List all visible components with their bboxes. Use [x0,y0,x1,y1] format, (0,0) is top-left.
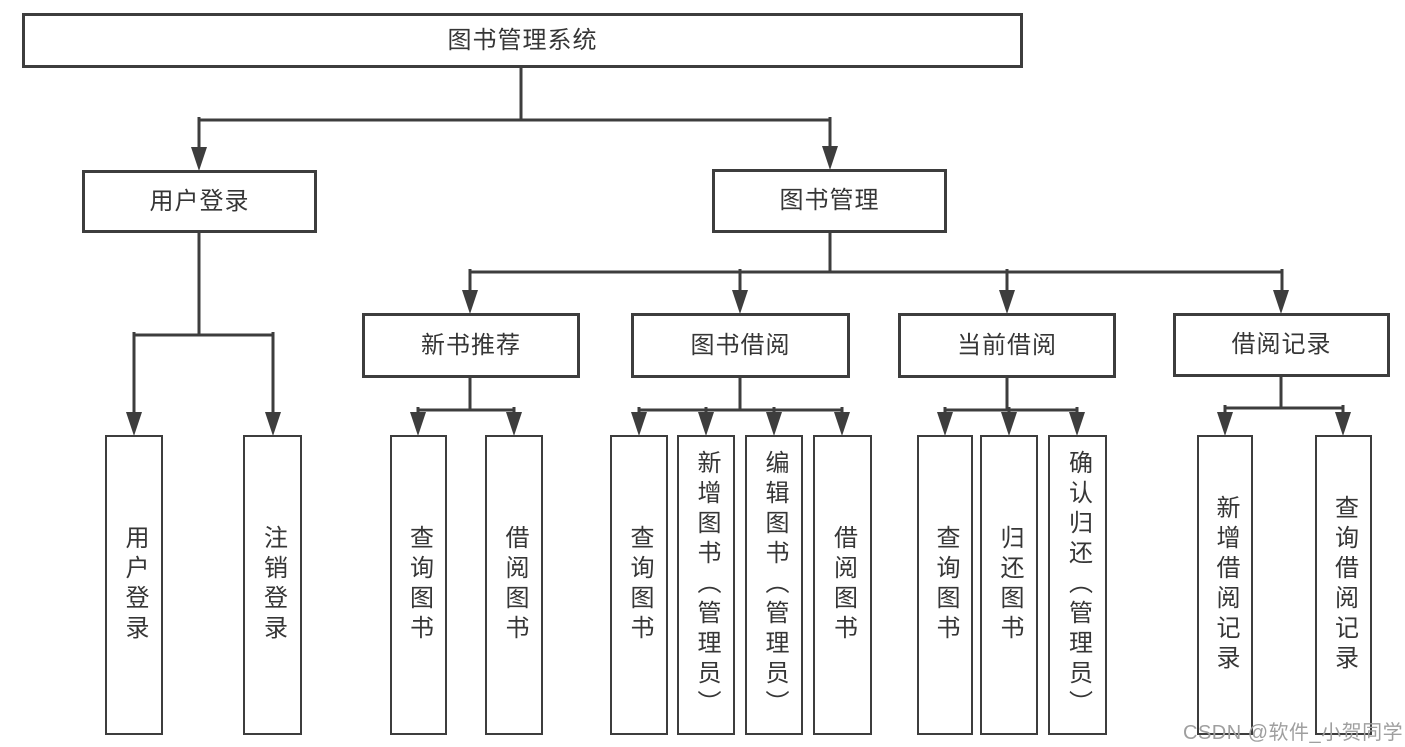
leaf-edit-books-admin: 编辑图书（管理员） [745,435,803,735]
node-label: 确认归还（管理员） [1064,450,1092,720]
node-user-login: 用户登录 [82,170,317,233]
leaf-add-books-admin: 新增图书（管理员） [677,435,735,735]
node-label: 借阅图书 [829,525,857,645]
leaf-query-books-recommend: 查询图书 [390,435,447,735]
node-label: 新书推荐 [421,331,521,359]
leaf-confirm-return-admin: 确认归还（管理员） [1048,435,1107,735]
node-label: 查询图书 [932,525,959,645]
node-book-borrowing: 图书借阅 [631,313,850,378]
node-label: 借阅记录 [1231,331,1332,358]
leaf-query-borrow-record: 查询借阅记录 [1315,435,1372,735]
leaf-add-borrow-record: 新增借阅记录 [1197,435,1253,735]
node-label: 用户登录 [149,187,250,215]
leaf-borrow-books-borrowing: 借阅图书 [813,435,872,735]
node-book-management: 图书管理 [712,169,947,233]
arrowhead-down-icon [1273,290,1289,314]
node-label: 当前借阅 [957,331,1057,359]
arrowhead-down-icon [410,412,426,436]
node-label: 用户登录 [121,525,148,645]
node-label: 查询图书 [405,525,433,645]
arrowhead-down-icon [191,147,207,171]
leaf-return-books: 归还图书 [980,435,1038,735]
arrowhead-down-icon [1335,412,1351,436]
node-label: 查询图书 [626,525,653,645]
arrowhead-down-icon [506,412,522,436]
arrowhead-down-icon [732,290,748,314]
node-label: 新增借阅记录 [1212,495,1239,675]
node-borrowing-records: 借阅记录 [1173,313,1390,377]
arrowhead-down-icon [265,412,281,436]
node-label: 图书借阅 [690,331,791,359]
node-label: 编辑图书（管理员） [761,450,788,720]
node-current-borrowing: 当前借阅 [898,313,1116,378]
leaf-query-books-current: 查询图书 [917,435,973,735]
node-label: 新增图书（管理员） [693,450,720,720]
arrowhead-down-icon [698,412,714,436]
leaf-logout: 注销登录 [243,435,302,735]
arrowhead-down-icon [766,412,782,436]
node-library-management-system: 图书管理系统 [22,13,1023,68]
node-label: 图书管理 [779,187,880,214]
arrowhead-down-icon [822,146,838,170]
arrowhead-down-icon [1001,412,1017,436]
arrowhead-down-icon [1069,412,1085,436]
node-label: 借阅图书 [501,525,528,645]
arrowhead-down-icon [999,290,1015,314]
leaf-user-login: 用户登录 [105,435,163,735]
arrowhead-down-icon [631,412,647,436]
node-label: 注销登录 [259,525,287,645]
node-label: 图书管理系统 [447,26,598,54]
arrowhead-down-icon [1217,412,1233,436]
arrowhead-down-icon [834,412,850,436]
node-label: 查询借阅记录 [1330,495,1358,675]
arrowhead-down-icon [126,412,142,436]
leaf-borrow-books-recommend: 借阅图书 [485,435,543,735]
node-label: 归还图书 [996,525,1023,645]
leaf-query-books-borrowing: 查询图书 [610,435,668,735]
node-new-book-recommend: 新书推荐 [362,313,580,378]
arrowhead-down-icon [462,290,478,314]
csdn-watermark: CSDN @软件_小贺同学 [1183,722,1404,744]
arrowhead-down-icon [937,412,953,436]
